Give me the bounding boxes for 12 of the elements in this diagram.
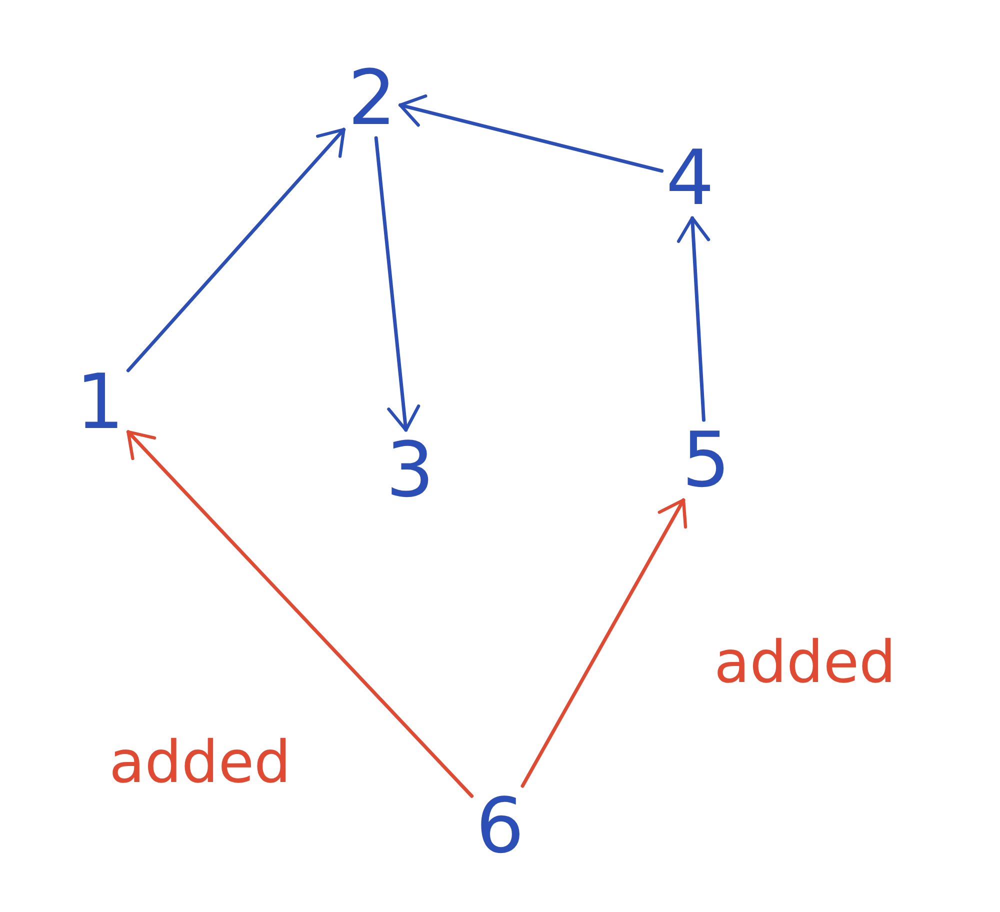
arrow — [676, 216, 710, 422]
node-label: 3 — [382, 430, 438, 510]
arrow — [374, 136, 420, 432]
arrow — [520, 498, 688, 788]
arrow — [126, 430, 474, 798]
arrow — [398, 94, 664, 173]
node-label: 2 — [344, 58, 400, 138]
arrow — [126, 128, 346, 372]
node-label: 5 — [678, 420, 734, 500]
node-label: 6 — [472, 786, 528, 866]
node-label: 1 — [72, 362, 128, 442]
node-label: 4 — [662, 138, 718, 218]
